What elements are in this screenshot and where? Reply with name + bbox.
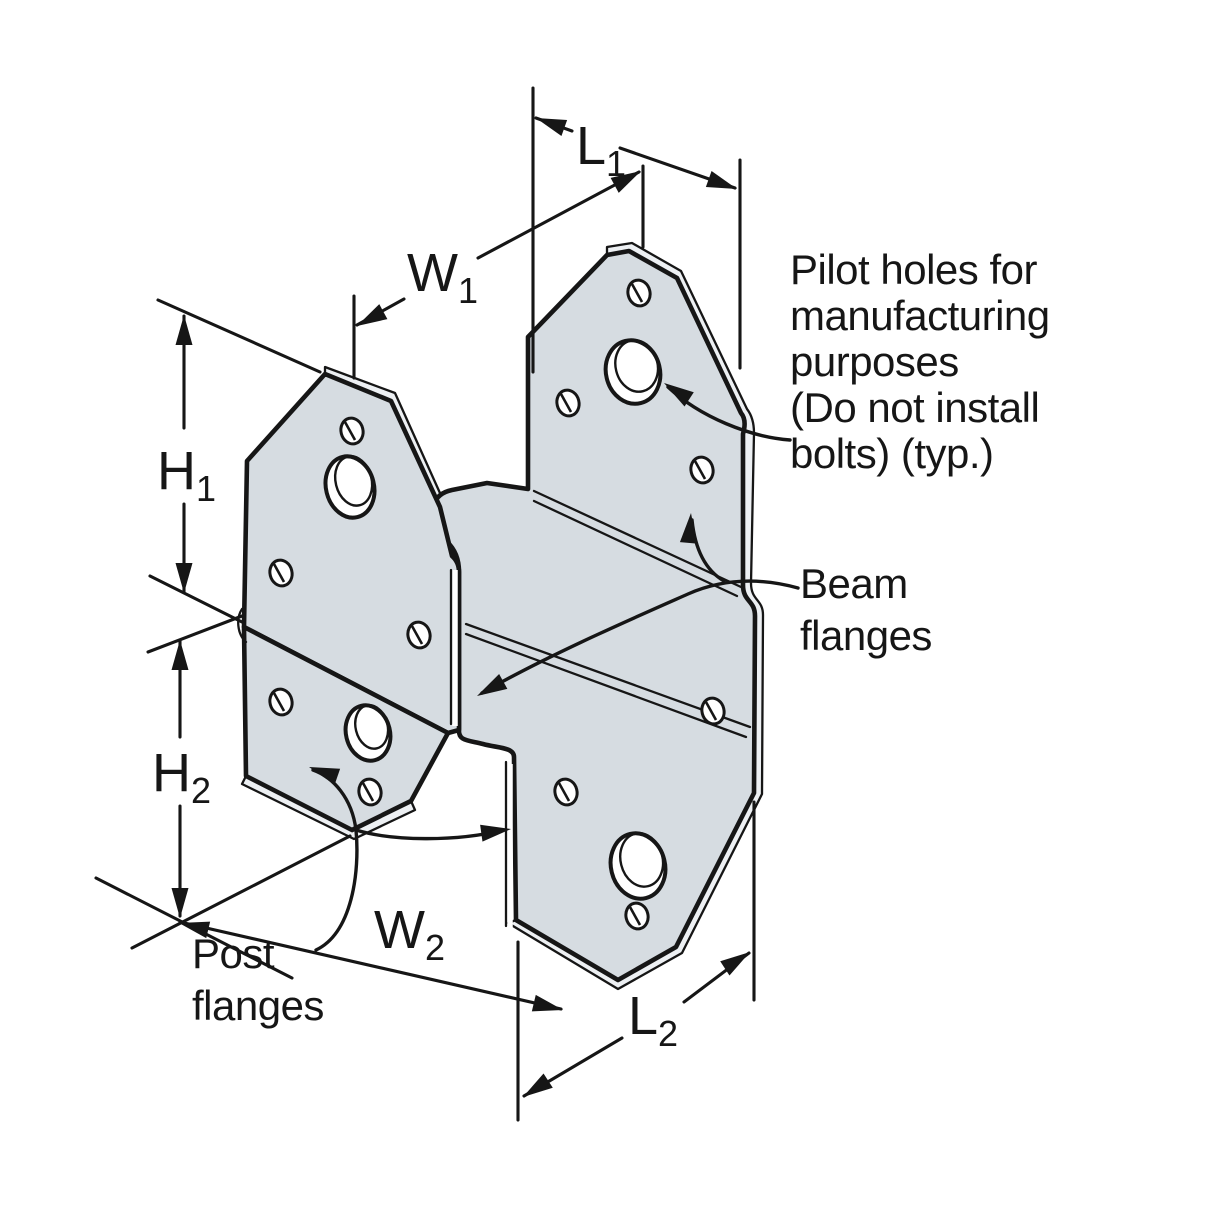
fastener-holes xyxy=(268,278,726,931)
fastener-hole xyxy=(624,901,650,931)
pilot-hole-upper-right xyxy=(603,338,663,406)
arrowhead xyxy=(480,824,511,842)
arrowhead xyxy=(309,767,341,785)
annotation-line: Post xyxy=(192,930,275,977)
beam-flanges-leader xyxy=(480,579,800,695)
h2-extension-top xyxy=(146,614,244,654)
dimension-label-h1: H1 xyxy=(157,441,216,509)
dimension-arrowheads xyxy=(171,118,750,1097)
annotation-beam-flanges: Beam flanges xyxy=(800,560,932,659)
fastener-hole xyxy=(406,620,432,650)
arrowhead xyxy=(179,921,211,939)
fastener-hole xyxy=(268,687,294,717)
dimension-label-w2: W2 xyxy=(374,900,445,968)
fastener-hole xyxy=(689,455,715,485)
arrowhead xyxy=(477,674,508,696)
arrowhead xyxy=(171,888,189,918)
h1-extension-top xyxy=(156,298,322,374)
annotation-line: Pilot holes for xyxy=(790,246,1037,293)
upper-bend-line xyxy=(532,489,743,589)
arrowhead xyxy=(175,315,193,345)
fastener-hole xyxy=(626,278,652,308)
dimension-lines: L1 W1 H1 H2 W2 L2 xyxy=(94,86,756,1122)
annotation-line: manufacturing xyxy=(790,292,1050,339)
arrowhead xyxy=(610,171,641,193)
leader-lines xyxy=(309,383,800,952)
fastener-hole xyxy=(553,777,579,807)
dimension-label-l1: L1 xyxy=(576,116,626,184)
arrowhead xyxy=(720,952,750,976)
arrowhead xyxy=(175,563,193,593)
arrowhead xyxy=(536,118,568,137)
fastener-hole xyxy=(555,388,581,418)
dimension-label-w1: W1 xyxy=(407,243,478,311)
pilot-hole-lower-left xyxy=(343,703,393,763)
dimension-label-l2: L2 xyxy=(628,986,678,1054)
arrowhead xyxy=(171,640,189,670)
annotation-line: purposes xyxy=(790,338,959,385)
holes xyxy=(268,278,726,931)
fastener-hole xyxy=(700,696,726,726)
annotation-line: Beam xyxy=(800,560,908,607)
w2-dimension-line xyxy=(178,920,563,1011)
l1-dimension-line xyxy=(534,116,737,190)
annotation-pilot-holes: Pilot holes for manufacturing purposes (… xyxy=(790,246,1050,477)
post-flange-curl-edge xyxy=(237,607,248,644)
lower-bend-line-2 xyxy=(464,632,748,739)
annotation-post-flanges: Post flanges xyxy=(192,930,324,1029)
dimension-label-h2: H2 xyxy=(152,743,211,811)
h1-extension-bottom xyxy=(148,574,244,624)
fastener-hole xyxy=(357,777,383,807)
pilot-hole-upper-left xyxy=(323,454,377,520)
plates xyxy=(241,248,758,983)
arrowhead xyxy=(523,1073,553,1097)
arrowhead xyxy=(531,994,563,1012)
w2-extension-left xyxy=(130,834,352,950)
fastener-hole xyxy=(268,558,294,588)
fastener-hole xyxy=(339,416,365,446)
arrowhead xyxy=(664,383,694,407)
annotation-line: bolts) (typ.) xyxy=(790,430,994,477)
annotation-line: flanges xyxy=(192,982,324,1029)
web-and-right-flanges xyxy=(430,248,758,983)
arrowhead xyxy=(679,513,697,544)
arrowhead xyxy=(357,304,388,326)
upper-bend-line-2 xyxy=(532,499,739,598)
annotation-line: (Do not install xyxy=(790,384,1039,431)
annotation-line: flanges xyxy=(800,612,932,659)
arrowhead xyxy=(705,170,737,189)
pilot-hole-lower-right xyxy=(608,831,668,901)
